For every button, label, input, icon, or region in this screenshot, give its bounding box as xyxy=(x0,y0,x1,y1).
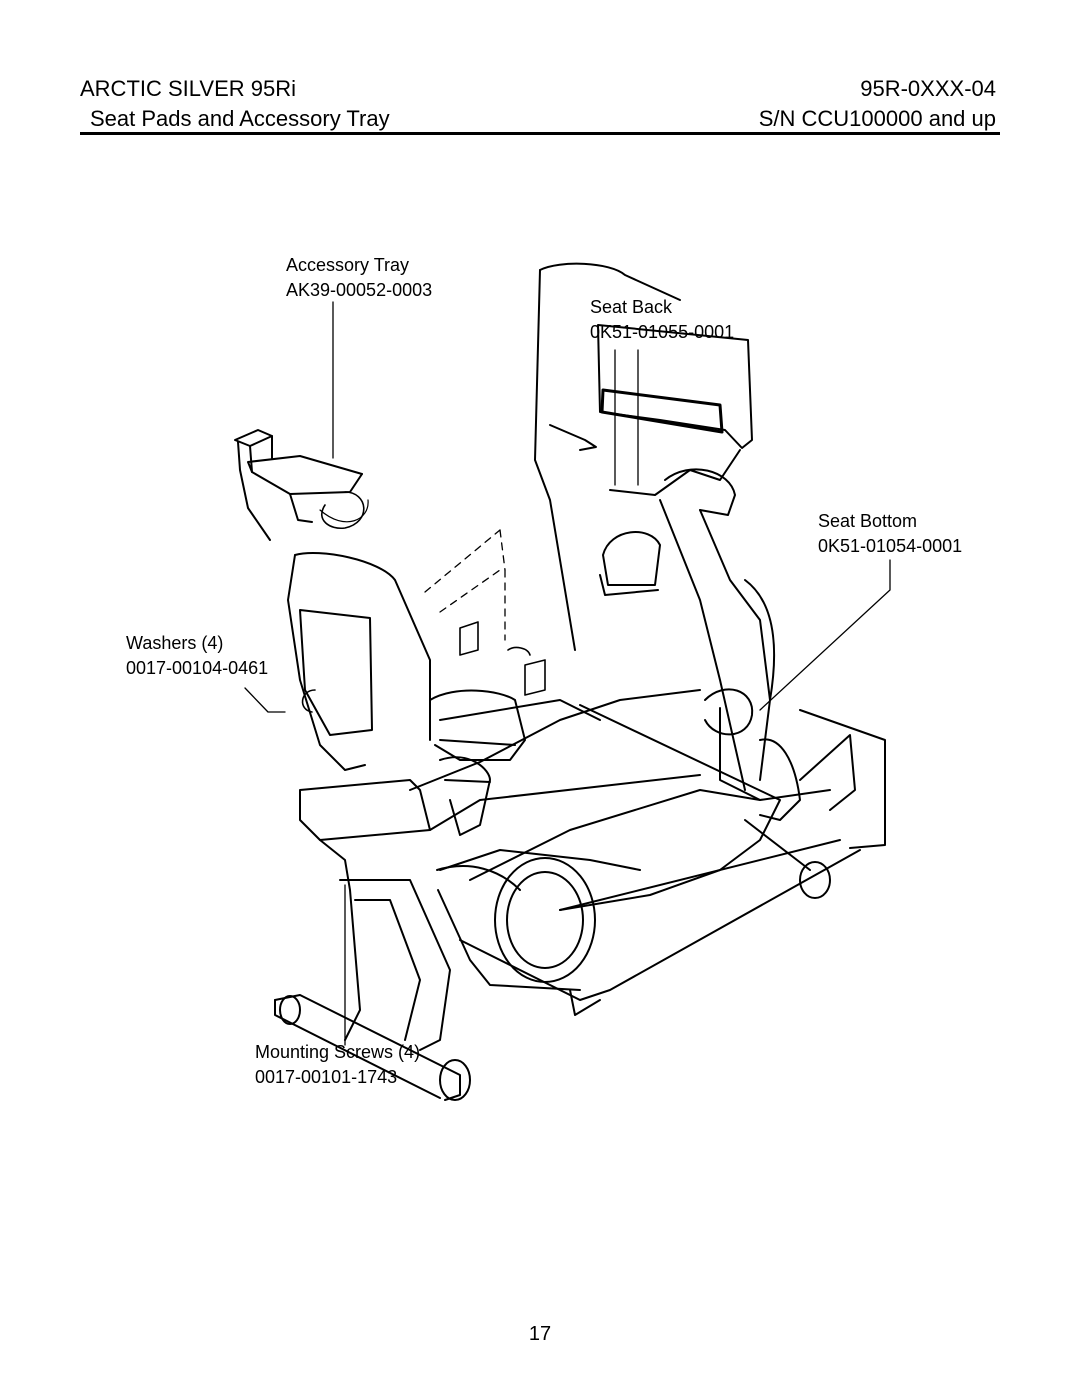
washers-part-number: 0017-00104-0461 xyxy=(126,658,269,678)
seat-bottom-part-number: 0K51-01054-0001 xyxy=(818,536,963,556)
document-code: 95R-0XXX-04 xyxy=(860,76,996,101)
callout-accessory-tray: Accessory Tray AK39-00052-0003 xyxy=(286,253,432,303)
accessory-tray-label: Accessory Tray xyxy=(286,255,410,275)
seat-drawing xyxy=(287,552,526,771)
page-number: 17 xyxy=(528,1323,552,1345)
header-rule xyxy=(80,132,1000,135)
mounting-screws-part-number: 0017-00101-1743 xyxy=(255,1067,398,1087)
model-name: ARCTIC SILVER 95Ri xyxy=(80,76,296,101)
section-title: Seat Pads and Accessory Tray xyxy=(90,106,390,131)
callout-mounting-screws: Mounting Screws (4) 0017-00101-1743 xyxy=(255,1040,420,1090)
seat-back-drawing xyxy=(597,324,753,496)
callout-washers: Washers (4) 0017-00104-0461 xyxy=(126,631,268,681)
seat-back-part-number: 0K51-01055-0001 xyxy=(590,322,735,342)
leader-lines xyxy=(244,301,891,1046)
base-drawing xyxy=(274,994,471,1101)
accessory-tray-part-number: AK39-00052-0003 xyxy=(286,280,433,300)
frame-drawing xyxy=(299,688,886,1051)
callout-seat-back: Seat Back 0K51-01055-0001 xyxy=(590,295,734,345)
seat-bottom-label: Seat Bottom xyxy=(818,511,918,531)
accessory-tray-drawing xyxy=(234,429,369,541)
washers-label: Washers (4) xyxy=(126,633,224,653)
mounting-screws-label: Mounting Screws (4) xyxy=(255,1042,421,1062)
assembly-dashes xyxy=(424,529,506,641)
hardware-drawing xyxy=(301,621,546,713)
callout-seat-bottom: Seat Bottom 0K51-01054-0001 xyxy=(818,509,962,559)
serial-range: S/N CCU100000 and up xyxy=(758,106,996,131)
seat-back-label: Seat Back xyxy=(590,297,673,317)
